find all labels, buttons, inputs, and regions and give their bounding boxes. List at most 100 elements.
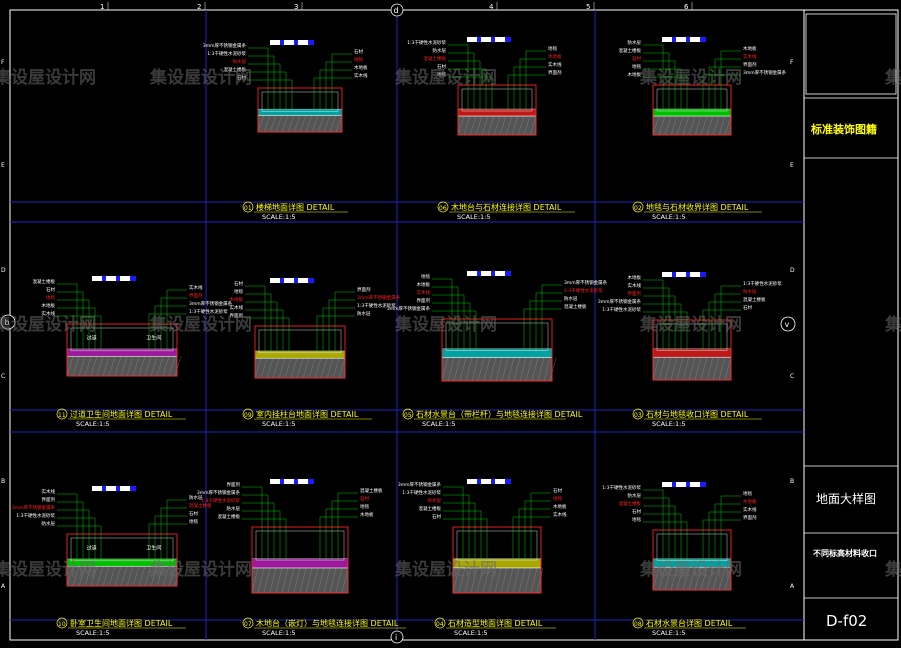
detail-number-bubble <box>242 201 254 213</box>
leader-line <box>643 521 688 560</box>
detail-10: 实木线界面剂3mm厚不锈钢金属条1:3干硬性水泥砂浆防水层防水层混凝土楼板石材地… <box>12 486 212 637</box>
material-note: 混凝土楼板 <box>424 55 447 62</box>
hatch-line <box>519 357 527 382</box>
material-note: 防水层 <box>357 310 371 317</box>
material-tag-code <box>477 37 483 42</box>
hatch-line <box>505 115 513 136</box>
detail-number-bubble <box>437 201 449 213</box>
material-note: 石材 <box>354 48 363 55</box>
watermark-text: 集设屋设计网 <box>149 559 252 580</box>
hatch-line <box>293 567 301 594</box>
hatch-line <box>96 356 104 377</box>
hatch-line <box>108 356 116 377</box>
detail-number: 03 <box>634 412 642 419</box>
leader-line <box>525 50 546 110</box>
hatch-line <box>138 566 146 587</box>
material-tag-code <box>294 479 300 484</box>
leader-line <box>643 60 676 110</box>
hatch-line <box>543 357 551 382</box>
svg-text:D: D <box>790 267 795 274</box>
leader-line <box>643 311 688 350</box>
hatch-line <box>501 357 509 382</box>
leader-line <box>57 509 90 560</box>
material-tag-code <box>308 479 314 484</box>
detail-03: 木地板实木线界面剂3mm厚不锈钢金属条1:3干硬性水泥砂浆1:3干硬性水泥砂浆防… <box>598 272 782 428</box>
hatch-line <box>481 115 489 136</box>
leader-line <box>148 313 187 350</box>
detail-scale: SCALE:1:5 <box>457 213 491 221</box>
top-number-1: 1 <box>100 3 104 11</box>
material-note: 木地板 <box>354 64 368 71</box>
hatch-line <box>296 358 304 379</box>
hatch-line <box>335 567 343 594</box>
hatch-line <box>487 115 495 136</box>
hatch-line <box>329 567 337 594</box>
material-note: 3mm厚不锈钢金属条 <box>564 279 608 286</box>
detail-number: 06 <box>439 205 447 212</box>
detail-number-bubble <box>632 617 644 629</box>
leader-line <box>432 278 453 350</box>
detail-number-bubble <box>632 408 644 420</box>
svg-text:b: b <box>5 318 10 327</box>
hatch-line <box>694 567 702 591</box>
material-note: 实木线 <box>548 61 562 68</box>
material-note: 防水层 <box>743 288 757 295</box>
material-note: 界面剂 <box>628 290 642 297</box>
hatch-line <box>326 358 334 379</box>
material-note: 石材 <box>237 74 246 81</box>
material-note: 3mm厚不锈钢金属条 <box>189 300 233 307</box>
hatch-line <box>465 357 473 382</box>
detail-scale: SCALE:1:5 <box>422 420 456 428</box>
leader-line <box>432 310 477 350</box>
svg-text:B: B <box>790 478 794 485</box>
material-note: 混凝土楼板 <box>619 500 642 507</box>
hatch-line <box>72 566 80 587</box>
leader-line <box>331 53 352 110</box>
material-tag-code <box>477 479 483 484</box>
hatch-line <box>308 358 316 379</box>
material-note: 地毯 <box>421 273 430 280</box>
hatch-line <box>102 356 110 377</box>
hatch-line <box>96 566 104 587</box>
material-tag-code <box>491 37 497 42</box>
detail-number: 02 <box>634 205 642 212</box>
detail-number-bubble <box>434 617 446 629</box>
drawing-code: D-f02 <box>826 612 867 630</box>
material-tag <box>284 40 294 45</box>
leader-line <box>541 284 562 350</box>
detail-title: 卧室卫生间地面详图 DETAIL <box>70 618 173 628</box>
leader-line <box>57 525 102 560</box>
leader-line <box>248 47 269 110</box>
leader-line <box>57 517 96 560</box>
hatch-line <box>664 115 672 136</box>
leader-line <box>337 492 358 560</box>
material-note: 1:3干硬性水泥砂浆 <box>564 287 603 294</box>
detail-outline <box>652 319 732 381</box>
detail-scale: SCALE:1:5 <box>76 629 110 637</box>
material-note: 地毯 <box>234 288 243 295</box>
hatch-line <box>464 567 472 594</box>
detail-number: 08 <box>634 621 642 628</box>
leader-line <box>643 68 682 110</box>
title-block-frame <box>803 9 899 641</box>
hatch-line <box>706 115 714 136</box>
material-tag <box>662 272 672 277</box>
leader-line <box>248 79 293 110</box>
material-note: 木地板 <box>553 503 567 510</box>
leader-line <box>643 279 664 350</box>
hatch-line <box>712 115 720 136</box>
hatch-line <box>120 566 128 587</box>
material-tag-code <box>672 37 678 42</box>
hatch-line <box>156 356 164 377</box>
svg-text:A: A <box>1 583 6 590</box>
hatch-line <box>168 566 176 587</box>
leader-line <box>245 317 290 352</box>
material-note: 混凝土楼板 <box>218 513 241 520</box>
material-tag-code <box>505 37 511 42</box>
finish-layer <box>66 348 178 357</box>
finish-layer <box>441 348 553 358</box>
leader-line <box>313 77 352 110</box>
hatch-line <box>477 357 485 382</box>
